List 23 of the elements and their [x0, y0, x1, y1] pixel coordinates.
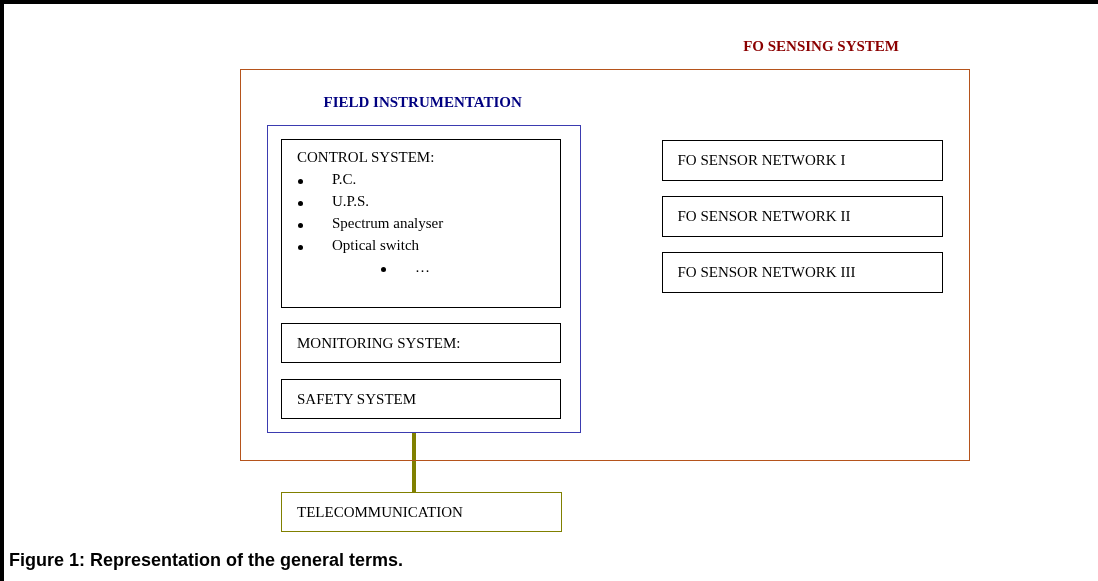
system-box — [281, 492, 562, 532]
bullet-item: U.P.S. — [332, 193, 370, 210]
box-label: FO SENSOR NETWORK III — [677, 263, 856, 281]
group-heading: FO SENSING SYSTEM — [743, 38, 899, 55]
box-label: SAFETY SYSTEM — [297, 391, 417, 408]
bullet-item: … — [415, 259, 430, 276]
connector-line — [412, 433, 416, 492]
system-box — [281, 323, 561, 363]
figure-caption: Figure 1: Representation of the general terms. — [9, 550, 404, 571]
box-label: TELECOMMUNICATION — [297, 504, 463, 521]
system-box — [661, 139, 943, 181]
box-label: FO SENSOR NETWORK I — [677, 151, 846, 169]
bullet-item: Optical switch — [332, 237, 420, 254]
list-heading: CONTROL SYSTEM: — [297, 149, 435, 166]
system-box — [661, 251, 943, 293]
bullet-item: P.C. — [332, 171, 357, 188]
system-box — [281, 139, 561, 308]
bullet-item: Spectrum analyser — [332, 215, 444, 232]
box-label: FO SENSOR NETWORK II — [677, 207, 851, 225]
box-label: MONITORING SYSTEM: — [297, 335, 461, 352]
group-heading: FIELD INSTRUMENTATION — [323, 93, 522, 111]
system-box — [661, 195, 943, 237]
system-box — [281, 379, 561, 419]
